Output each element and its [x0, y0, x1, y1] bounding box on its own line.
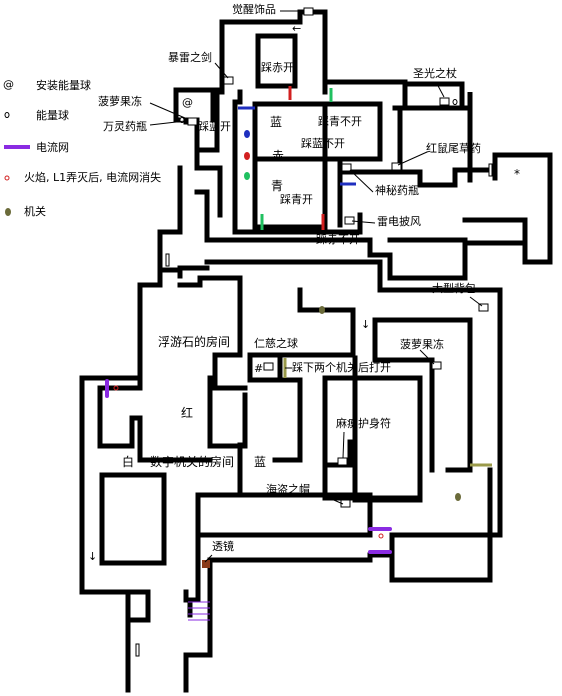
stairs [188, 601, 210, 621]
label-thunder-sword: 暴雷之剑 [168, 51, 212, 64]
label-step-red-closed: 踩赤不开 [316, 233, 360, 246]
label-lens: 透镜 [212, 540, 234, 553]
label-paralysis-charm: 麻痹护身符 [336, 417, 391, 430]
label-step-green-open: 踩青开 [280, 193, 313, 206]
label-hong: 红 [181, 406, 194, 420]
label-holy-staff: 圣光之杖 [413, 67, 457, 80]
legend-fire-sample [4, 175, 10, 181]
label-color-cyan: 青 [271, 179, 284, 193]
label-mystery-potion: 神秘药瓶 [375, 184, 419, 197]
legend-energy-orb-sample [4, 112, 10, 118]
label-myriad-potion: 万灵药瓶 [103, 120, 147, 133]
legend-electric-net-label: 电流网 [36, 141, 69, 154]
fires [113, 385, 384, 539]
legend-switch-label: 机关 [24, 205, 46, 218]
label-large-backpack: 大型背包 [432, 282, 476, 295]
label-red-squirrel-herb: 红鼠尾草药 [426, 142, 481, 155]
label-step-green-closed-top: 踩青不开 [318, 115, 362, 128]
electric-nets [105, 379, 392, 554]
color-orbs [244, 130, 250, 180]
label-benevolence-orb: 仁慈之球 [254, 337, 298, 350]
chest-herb [391, 162, 402, 171]
top-at-sign: @ [182, 96, 193, 109]
lens-block [202, 560, 210, 568]
fire-left [113, 385, 119, 391]
label-lan: 蓝 [254, 455, 267, 469]
orb-blue [244, 130, 250, 138]
arrow-top: ← [292, 22, 301, 35]
olive-bars [283, 358, 492, 467]
arrow-right-path: ↓ [361, 318, 370, 331]
label-pineapple-ice-right: 菠萝果冻 [400, 338, 444, 351]
item-chests [187, 7, 489, 508]
orb-red [244, 152, 250, 160]
legend-switch-sample [5, 208, 11, 216]
label-pirate-hat: 海盗之帽 [266, 483, 310, 496]
arrow-left-path: ↓ [88, 550, 97, 563]
map-star: * [514, 167, 520, 181]
label-color-red: 赤 [272, 149, 285, 163]
orb-green [244, 172, 250, 180]
switch-top [319, 306, 325, 314]
label-thunder-cape: 雷电披风 [377, 215, 421, 228]
chest-myriad [187, 117, 198, 126]
map-hash: # [254, 362, 263, 375]
switches [319, 306, 461, 501]
legend-samples [4, 145, 30, 216]
chest-holy [439, 97, 450, 106]
label-number-switch-room: 数字机关的房间 [150, 455, 235, 469]
pointer-lines [149, 10, 483, 563]
legend-install-orb-sample: @ [3, 78, 14, 91]
legend-fire-label: 火焰, L1弄灭后, 电流网消失 [24, 171, 162, 184]
fire-right [378, 533, 384, 539]
label-color-blue: 蓝 [270, 115, 283, 129]
label-floating-stone-room: 浮游石的房间 [158, 335, 231, 349]
energy-orbs [4, 99, 493, 657]
label-pineapple-ice-top: 菠萝果冻 [98, 95, 142, 108]
chest-mystery [341, 163, 352, 172]
label-step-blue-closed: 踩蓝不开 [301, 137, 345, 150]
switch-right [455, 493, 461, 501]
chest-pineapple [431, 361, 442, 370]
chest-awaken [303, 7, 314, 16]
chest-cape [344, 216, 355, 225]
map-walls [79, 9, 553, 693]
chest-paralysis [337, 457, 348, 466]
chest-benevolence [263, 362, 274, 371]
colored-gates [238, 86, 356, 230]
label-bai: 白 [122, 455, 135, 469]
chest-sword [223, 76, 234, 85]
legend-install-orb-label: 安装能量球 [36, 79, 91, 92]
label-two-switch-open: 踩下两个机关后打开 [292, 361, 391, 374]
label-step-blue-open: 踩蓝开 [198, 120, 231, 133]
label-awaken-accessory: 觉醒饰品 [232, 3, 276, 16]
chest-backpack [478, 303, 489, 312]
label-step-red-open-top: 踩赤开 [261, 61, 294, 74]
legend-energy-orb-label: 能量球 [36, 109, 69, 122]
